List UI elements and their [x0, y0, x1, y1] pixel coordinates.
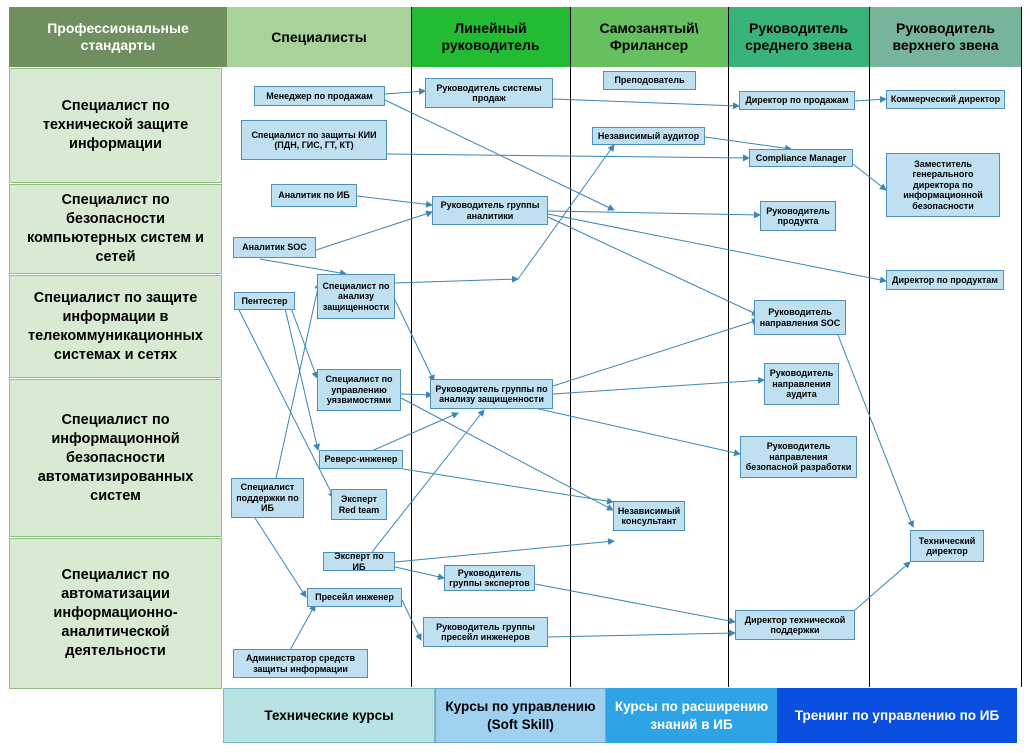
role-ib-expert: Эксперт по ИБ: [323, 551, 395, 572]
standard-technical-protection: Специалист по технической защите информа…: [9, 68, 222, 183]
header-specialists: Специалисты: [227, 7, 411, 67]
role-secure-dev-head: Руководитель направления безопасной разр…: [740, 436, 857, 478]
role-commercial-director: Коммерческий директор: [886, 90, 1005, 109]
role-ib-analyst: Аналитик по ИБ: [271, 184, 357, 207]
standard-telecom-protection: Специалист по защите информации в телеко…: [9, 275, 222, 378]
column-divider: [570, 7, 571, 687]
course-soft-skill: Курсы по управлению (Soft Skill): [435, 688, 606, 743]
role-security-analysis-specialist: Специалист по анализу защищенности: [317, 274, 395, 319]
role-products-director: Директор по продуктам: [886, 270, 1004, 290]
role-independent-auditor: Независимый аудитор: [592, 127, 705, 145]
role-tech-support-director: Директор технической поддержки: [735, 610, 855, 640]
role-sales-director: Директор по продажам: [739, 91, 855, 110]
role-reverse-engineer: Реверс-инженер: [319, 450, 403, 469]
role-security-tools-admin: Администратор средств защиты информации: [233, 649, 368, 678]
role-presale-engineer: Пресейл инженер: [307, 588, 402, 607]
role-independent-consultant: Независимый консультант: [613, 501, 685, 531]
column-divider: [869, 7, 870, 687]
standard-analytics-automation: Специалист по автоматизации информационн…: [9, 538, 222, 689]
role-compliance-manager: Compliance Manager: [749, 149, 853, 167]
column-divider: [728, 7, 729, 687]
header-freelancer: Самозанятый\ Фрилансер: [570, 7, 728, 67]
header-top-manager: Руководитель верхнего звена: [869, 7, 1022, 67]
role-expert-group-head: Руководитель группы экспертов: [444, 565, 535, 591]
role-teacher: Преподователь: [603, 71, 696, 90]
role-product-head: Руководитель продукта: [760, 201, 836, 231]
role-security-analysis-group-head: Руководитель группы по анализу защищенно…: [430, 379, 553, 409]
role-soc-direction-head: Руководитель направления SOC: [754, 300, 846, 335]
role-presale-group-head: Руководитель группы пресейл инженеров: [423, 617, 548, 647]
course-technical: Технические курсы: [223, 688, 435, 743]
role-pentester: Пентестер: [234, 292, 295, 310]
role-red-team-expert: Эксперт Red team: [331, 489, 387, 520]
course-management-training: Тренинг по управлению по ИБ: [777, 688, 1017, 743]
header-middle-manager: Руководитель среднего звена: [728, 7, 869, 67]
role-sales-system-head: Руководитель системы продаж: [425, 78, 553, 108]
role-ib-support-specialist: Специалист поддержки по ИБ: [231, 478, 304, 518]
standard-computer-systems-security: Специалист по безопасности компьютерных …: [9, 184, 222, 274]
role-soc-analyst: Аналитик SOC: [233, 237, 316, 258]
role-kii-specialist: Специалист по защиты КИИ (ПДН, ГИС, ГТ, …: [241, 120, 387, 160]
role-analytics-group-head: Руководитель группы аналитики: [432, 196, 548, 225]
column-divider: [1021, 7, 1022, 687]
column-divider: [411, 7, 412, 687]
header-standards: Профессиональные стандарты: [9, 7, 227, 67]
role-sales-manager: Менеджер по продажам: [254, 86, 385, 106]
role-technical-director: Технический директор: [910, 530, 984, 562]
role-vuln-mgmt-specialist: Специалист по управлению уязвимостями: [317, 369, 401, 411]
role-audit-direction-head: Руководитель направления аудита: [764, 363, 839, 405]
course-ib-knowledge: Курсы по расширению знаний в ИБ: [606, 688, 777, 743]
role-deputy-gd-ib: Заместитель генерального директора по ин…: [886, 153, 1000, 217]
standard-automated-systems-security: Специалист по информационной безопасност…: [9, 379, 222, 537]
header-line-manager: Линейный руководитель: [411, 7, 570, 67]
